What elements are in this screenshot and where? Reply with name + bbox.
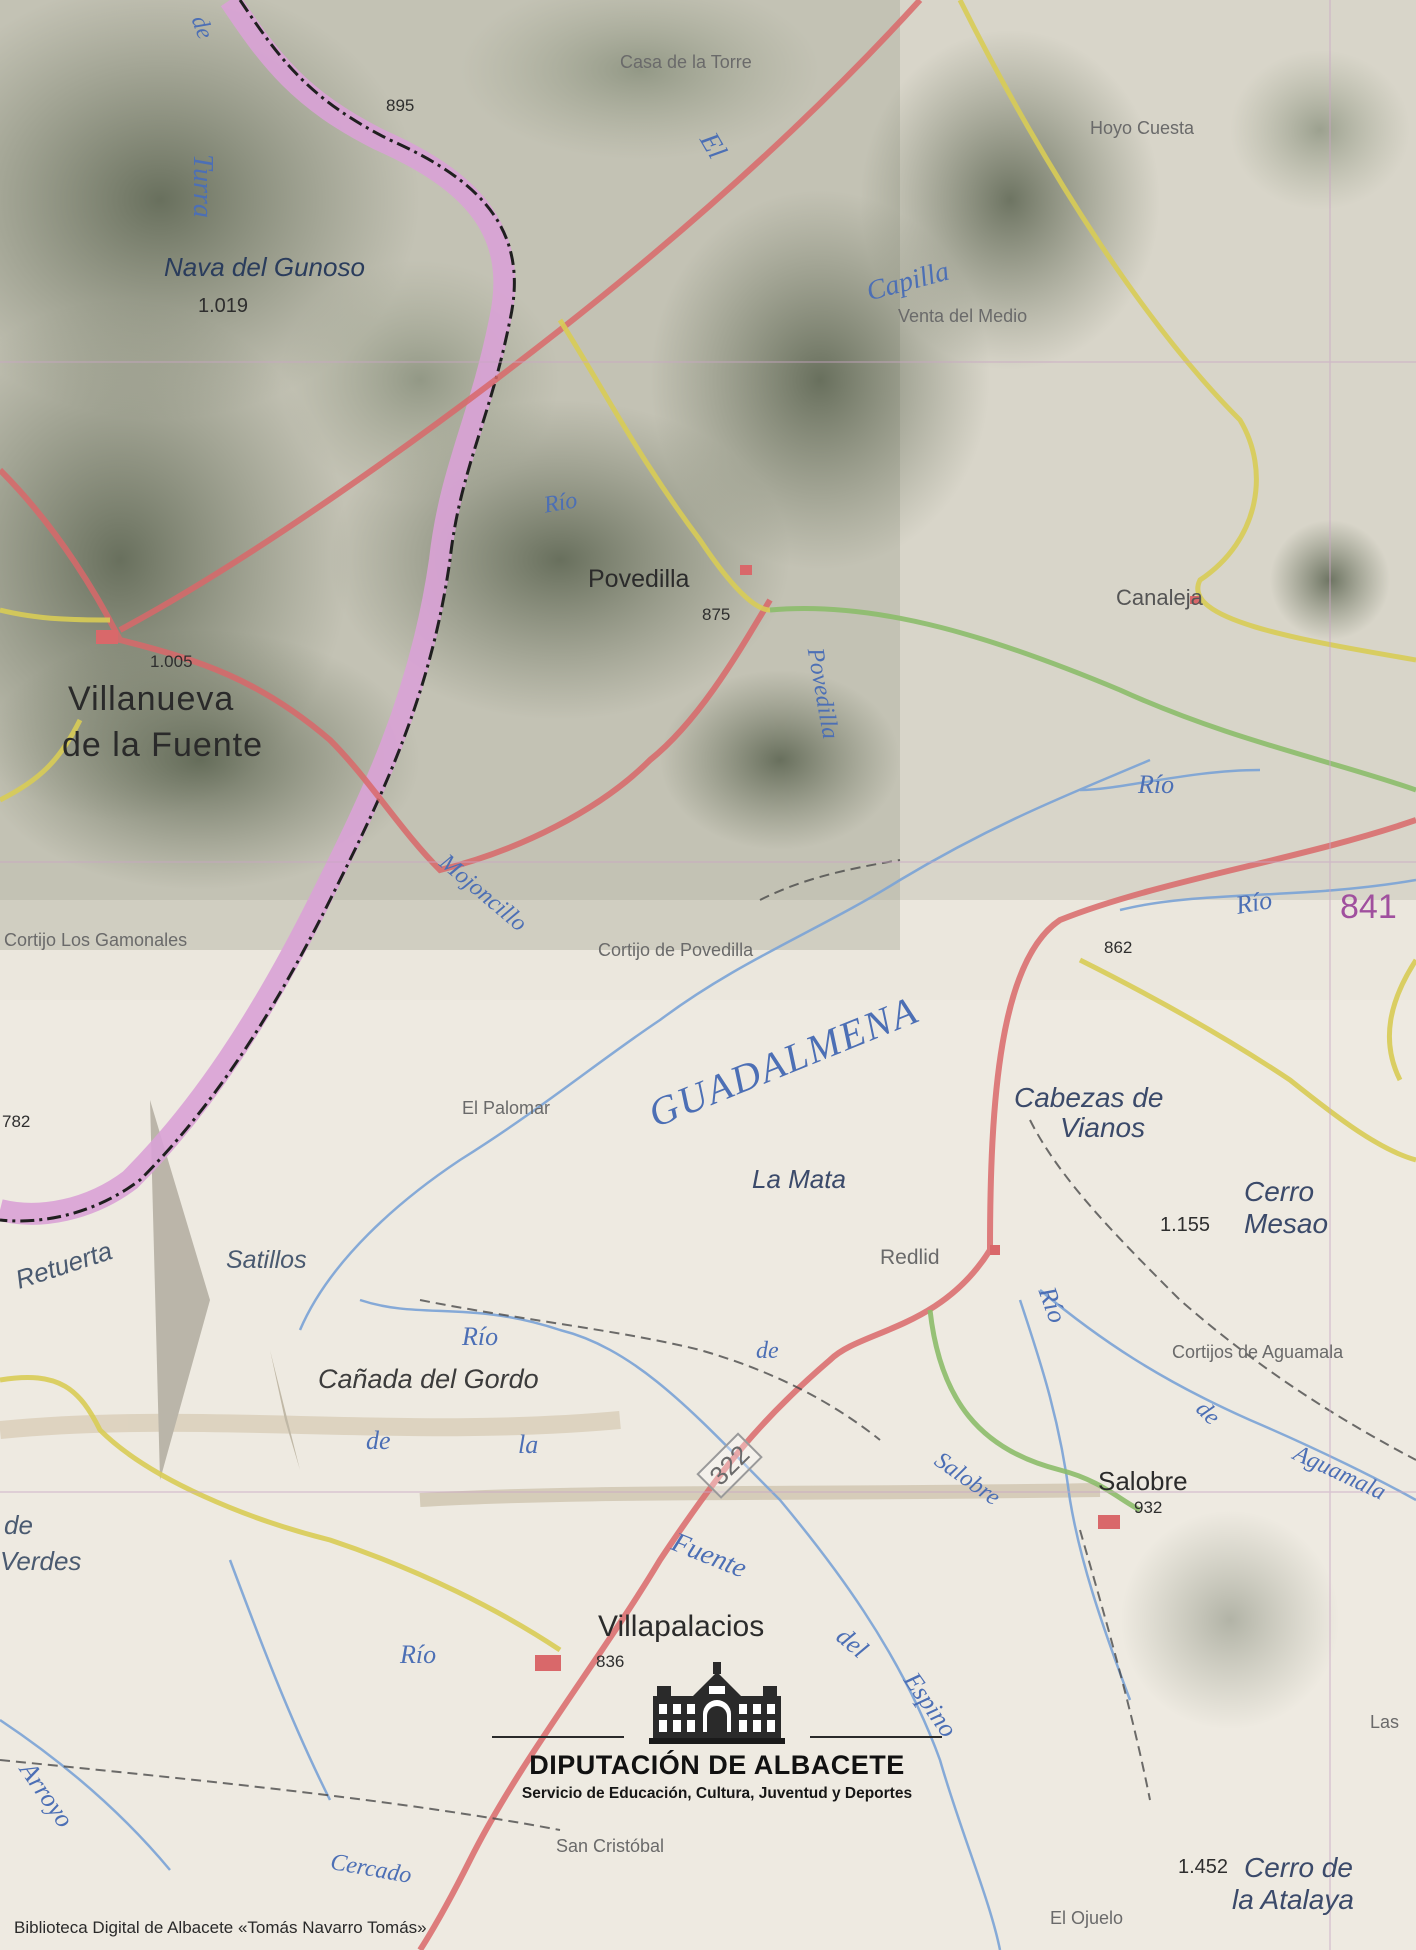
- place-label-cabezas-line1: Cabezas de: [1014, 1082, 1164, 1113]
- place-label-cerro-atalaya-line1: Cerro de: [1244, 1852, 1353, 1883]
- rivers: [0, 758, 1416, 1950]
- place-label-cerro-atalaya-line2: la Atalaya: [1232, 1884, 1354, 1915]
- place-label-villanueva-line2: de la Fuente: [62, 726, 264, 764]
- place-label-cortijo-gamonales: Cortijo Los Gamonales: [4, 930, 188, 950]
- river-label: Río: [462, 1322, 499, 1351]
- institution-name: DIPUTACIÓN DE ALBACETE: [529, 1750, 905, 1780]
- place-label-cortijos-aguamala: Cortijos de Aguamala: [1172, 1342, 1344, 1362]
- place-label-verdes-de: de: [4, 1510, 33, 1540]
- place-label-redlid: Redlid: [880, 1246, 940, 1269]
- elevation-povedilla: 875: [702, 605, 731, 624]
- river-label: Río: [541, 487, 580, 519]
- place-label-cerro-mesao-line1: Cerro: [1244, 1176, 1315, 1207]
- place-label-el-palomar: El Palomar: [462, 1098, 551, 1118]
- place-label-hoyo-cuesta: Hoyo Cuesta: [1090, 118, 1195, 138]
- place-label-satillos: Satillos: [226, 1246, 307, 1274]
- place-label-venta: Venta del Medio: [898, 306, 1028, 326]
- provincial-border: [0, 0, 516, 1225]
- place-label-las: Las: [1370, 1712, 1400, 1732]
- elevation-cerro-atalaya: 1.452: [1178, 1856, 1229, 1878]
- place-label-povedilla: Povedilla: [588, 565, 690, 593]
- river-label: Río: [1138, 770, 1175, 799]
- river-label-turra: Turra: [186, 154, 218, 218]
- place-label-san-cristobal: San Cristóbal: [556, 1836, 665, 1856]
- place-label-la-mata: La Mata: [752, 1164, 846, 1194]
- river-label: Río: [400, 1640, 437, 1669]
- river-label: de: [366, 1426, 391, 1455]
- place-label-canaleja: Canaleja: [1116, 585, 1203, 610]
- place-label-el-ojuelo: El Ojuelo: [1050, 1908, 1124, 1928]
- place-label-casa-de-la-torre: Casa de la Torre: [620, 52, 752, 72]
- secondary-roads: [0, 0, 1416, 1653]
- river-label: la: [518, 1430, 539, 1459]
- place-label-canada-del-gordo: Cañada del Gordo: [318, 1364, 539, 1394]
- river-label: de: [756, 1338, 779, 1364]
- elevation-782: 782: [2, 1112, 31, 1131]
- elevation-895: 895: [386, 96, 415, 115]
- elevation-862: 862: [1104, 938, 1133, 957]
- institution-branding: DIPUTACIÓN DE ALBACETE Servicio de Educa…: [492, 1660, 942, 1803]
- place-label-cerro-mesao-line2: Mesao: [1244, 1208, 1329, 1239]
- town-markers: [96, 565, 1200, 1671]
- elevation-villanueva: 1.005: [150, 652, 193, 671]
- green-roads: [769, 605, 1416, 1513]
- place-label-nava-del-gunoso: Nava del Gunoso: [164, 252, 365, 282]
- river-label: Río: [1233, 885, 1275, 920]
- department-name: Servicio de Educación, Cultura, Juventud…: [521, 1785, 913, 1802]
- place-label-cortijo-povedilla: Cortijo de Povedilla: [598, 940, 754, 960]
- place-label-villanueva-line1: Villanueva: [68, 680, 235, 718]
- place-label-cabezas-line2: Vianos: [1060, 1112, 1146, 1143]
- elevation-cerro-mesao: 1.155: [1160, 1214, 1211, 1236]
- palace-building-icon: [649, 1662, 785, 1744]
- divider-left: [492, 1736, 624, 1738]
- elevation-villapalacios: 836: [596, 1652, 625, 1671]
- place-label-villapalacios: Villapalacios: [598, 1610, 765, 1643]
- footer-credit: Biblioteca Digital de Albacete «Tomás Na…: [14, 1918, 427, 1937]
- elevation-nava: 1.019: [198, 295, 249, 317]
- tracks: [0, 859, 1416, 1831]
- divider-right: [810, 1736, 942, 1738]
- elevation-salobre: 932: [1134, 1498, 1163, 1517]
- place-label-salobre: Salobre: [1098, 1466, 1188, 1496]
- place-label-verdes: Verdes: [0, 1546, 82, 1576]
- route-number-badge: 841: [1340, 888, 1397, 926]
